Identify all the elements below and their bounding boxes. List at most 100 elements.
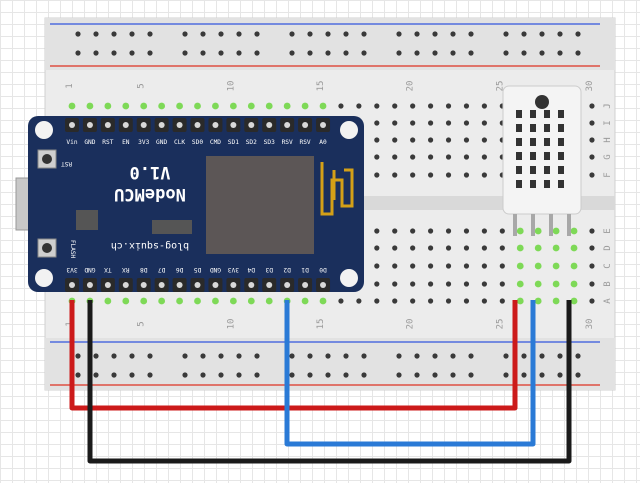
breadboard-hole bbox=[516, 262, 524, 270]
breadboard-hole bbox=[445, 298, 452, 304]
breadboard-hole bbox=[410, 245, 416, 251]
breadboard-hole bbox=[445, 137, 452, 143]
breadboard-hole bbox=[392, 154, 398, 160]
header-pin-hole bbox=[104, 122, 111, 128]
breadboard-hole bbox=[463, 281, 470, 287]
rail-hole bbox=[557, 50, 563, 56]
rail-hole bbox=[468, 31, 474, 37]
header-pin-hole bbox=[212, 282, 219, 288]
rail-hole bbox=[468, 50, 474, 56]
rail-hole bbox=[75, 31, 81, 37]
breadboard-hole bbox=[481, 281, 487, 287]
rail-hole bbox=[361, 372, 367, 378]
breadboard-hole bbox=[392, 228, 398, 234]
rail-hole bbox=[343, 353, 349, 359]
board-version: V1.0 bbox=[130, 162, 171, 182]
header-pin-hole bbox=[248, 282, 255, 288]
breadboard-hole bbox=[445, 245, 452, 251]
breadboard-hole bbox=[534, 244, 542, 252]
header-pin-hole bbox=[320, 122, 327, 128]
breadboard-hole bbox=[428, 120, 434, 126]
breadboard-hole bbox=[589, 120, 595, 126]
header-pin-hole bbox=[122, 282, 129, 288]
header-pin-hole bbox=[176, 282, 183, 288]
rail-hole bbox=[396, 353, 402, 359]
breadboard-hole bbox=[589, 154, 595, 160]
wire-3v3[interactable] bbox=[69, 300, 518, 411]
grille-slot bbox=[544, 152, 550, 160]
breadboard-hole bbox=[481, 228, 487, 234]
breadboard-hole bbox=[534, 280, 542, 288]
sensor-leg bbox=[567, 214, 571, 236]
breadboard-hole bbox=[140, 297, 148, 305]
breadboard-hole bbox=[570, 280, 578, 288]
breadboard-hole bbox=[392, 281, 398, 287]
pin-label: D5 bbox=[194, 266, 202, 273]
breadboard-hole bbox=[338, 298, 344, 304]
wire-gnd[interactable] bbox=[87, 300, 572, 464]
rail-hole bbox=[75, 50, 81, 56]
rail-hole bbox=[432, 353, 438, 359]
breadboard-hole bbox=[392, 120, 398, 126]
breadboard-hole bbox=[410, 172, 416, 178]
header-pin-hole bbox=[140, 282, 147, 288]
rail-hole bbox=[503, 353, 509, 359]
breadboard-hole bbox=[445, 228, 452, 234]
rail-hole bbox=[307, 353, 313, 359]
rail-hole bbox=[289, 353, 295, 359]
pin-label: SD0 bbox=[192, 139, 203, 146]
breadboard-hole bbox=[283, 102, 291, 110]
grille-slot bbox=[516, 138, 522, 146]
column-number: 10 bbox=[226, 319, 236, 330]
breadboard-hole bbox=[589, 263, 595, 269]
breadboard-hole bbox=[410, 137, 416, 143]
breadboard-hole bbox=[534, 297, 542, 305]
rail-hole bbox=[289, 372, 295, 378]
header-pin-hole bbox=[248, 122, 255, 128]
rail-hole bbox=[325, 353, 331, 359]
breadboard-hole bbox=[481, 137, 487, 143]
rail-hole bbox=[93, 353, 99, 359]
breadboard-hole bbox=[374, 281, 380, 287]
header-pin-hole bbox=[212, 122, 219, 128]
rail-hole bbox=[503, 50, 509, 56]
column-number: 1 bbox=[65, 83, 75, 88]
rail-hole bbox=[236, 372, 242, 378]
rail-hole bbox=[218, 50, 224, 56]
rail-hole bbox=[93, 372, 99, 378]
grille-slot bbox=[544, 124, 550, 132]
column-number: 15 bbox=[316, 81, 326, 92]
breadboard-hole bbox=[481, 298, 487, 304]
rail-hole bbox=[450, 372, 456, 378]
breadboard-hole bbox=[229, 102, 237, 110]
rail-hole bbox=[236, 31, 242, 37]
wire-d2[interactable] bbox=[284, 300, 536, 447]
pin-label: D8 bbox=[140, 266, 148, 273]
breadboard-hole bbox=[374, 263, 380, 269]
rail-hole bbox=[325, 372, 331, 378]
pin-label: 3V3 bbox=[66, 266, 77, 273]
rail-hole bbox=[289, 31, 295, 37]
breadboard-hole bbox=[428, 172, 434, 178]
breadboard-hole bbox=[570, 262, 578, 270]
breadboard-hole bbox=[481, 103, 487, 109]
breadboard-hole bbox=[247, 102, 255, 110]
rail-hole bbox=[575, 31, 581, 37]
rail-hole bbox=[575, 353, 581, 359]
row-letter: E bbox=[603, 228, 613, 233]
rail-hole bbox=[575, 50, 581, 56]
rail-hole bbox=[361, 50, 367, 56]
pin-label: TX bbox=[104, 266, 112, 273]
rail-hole bbox=[254, 50, 260, 56]
grille-slot bbox=[516, 166, 522, 174]
sensor-leg bbox=[531, 214, 535, 236]
breadboard-hole bbox=[428, 298, 434, 304]
breadboard-hole bbox=[410, 281, 416, 287]
rail-hole bbox=[182, 31, 188, 37]
breadboard-hole bbox=[445, 120, 452, 126]
row-letter: G bbox=[603, 154, 613, 159]
rail-hole bbox=[218, 31, 224, 37]
pin-label: D3 bbox=[265, 266, 273, 273]
row-letter: C bbox=[603, 263, 613, 268]
rail-hole bbox=[254, 31, 260, 37]
